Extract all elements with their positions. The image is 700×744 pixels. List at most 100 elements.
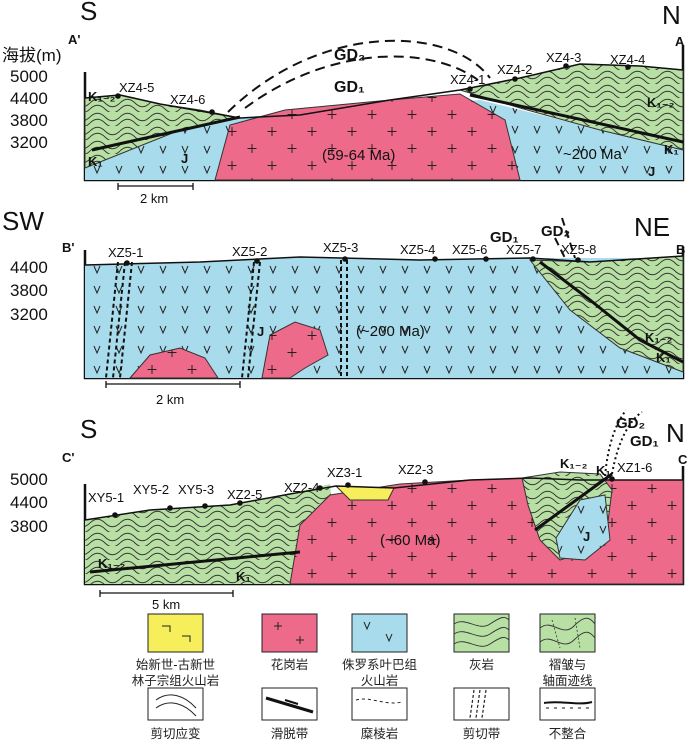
- legend-label-jurassic-1: 侏罗系叶巴组: [342, 658, 417, 672]
- section-a-scale-label: 2 km: [140, 191, 168, 206]
- section-a: [83, 39, 685, 190]
- section-a-sample-dots: [115, 63, 631, 115]
- section-b-topography: [84, 255, 684, 266]
- section-b-gd1-label: GD₁: [490, 229, 519, 246]
- section-c-elev-2: 4400: [10, 493, 48, 512]
- section-a-scale-bar: [117, 183, 194, 190]
- section-c-detachment-right: [534, 472, 613, 532]
- section-a-detachment-left: [91, 115, 241, 152]
- section-c-sample-6: XZ3-1: [327, 465, 362, 480]
- legend-label-linzizong-2: 林子宗组火山岩: [132, 673, 220, 688]
- legend-label-detachment: 滑脱带: [271, 726, 309, 741]
- section-a-elev-2: 4400: [10, 89, 48, 108]
- legend-label-shear-strain: 剪切应变: [150, 726, 200, 741]
- section-c-right-label: C: [678, 452, 688, 467]
- section-b-sample-5: XZ5-6: [452, 242, 487, 257]
- section-a-gd1-label: GD₁: [334, 79, 365, 96]
- section-b-sample-6: XZ5-7: [506, 242, 541, 257]
- section-b-unit-k1: K₁: [656, 350, 671, 365]
- section-a-unit-j-right: J: [648, 164, 655, 179]
- legend-label-shear-zone: 剪切带: [463, 726, 501, 741]
- section-a-topography: [84, 63, 684, 119]
- section-c-sample-4: XZ2-5: [227, 487, 262, 502]
- section-b-right-direction: NE: [634, 212, 670, 242]
- section-a-granite-age: (59-64 Ma): [322, 147, 395, 164]
- legend-label-jurassic-2: 火山岩: [361, 673, 399, 688]
- section-c-sample-dots: [112, 476, 615, 518]
- legend-label-unconformity: 不整合: [549, 726, 587, 741]
- section-c-sample-7: XZ2-3: [398, 462, 433, 477]
- section-a-unit-j-left: J: [181, 151, 188, 166]
- section-c-gd-traces: [604, 409, 643, 477]
- section-a-sample-5: XZ4-3: [546, 50, 581, 65]
- section-c-detachment-left: [89, 550, 301, 574]
- section-a-unit-k12-right: K₁₋₂: [647, 95, 675, 110]
- section-b-gd-traces: [554, 217, 576, 259]
- section-b-right-label: B: [676, 242, 685, 257]
- legend-swatch-jurassic: [351, 613, 408, 653]
- section-a-right-direction: N: [662, 0, 681, 30]
- section-b-unit-j: J: [257, 324, 264, 339]
- section-b-shear-zones: [105, 260, 348, 379]
- section-b-sample-7: XZ5-8: [561, 242, 596, 257]
- section-a-left-direction: S: [80, 0, 97, 26]
- legend-swatch-shear-zone: [453, 687, 510, 721]
- section-a-sample-1: XZ4-5: [119, 80, 154, 95]
- section-b-sample-2: XZ5-2: [232, 244, 267, 259]
- section-c-scale-label: 5 km: [152, 597, 180, 612]
- section-b-scale-bar: [105, 381, 241, 388]
- section-c-unit-k12-top: K₁₋₂: [560, 456, 588, 471]
- section-c-unit-k1-left: K₁: [236, 569, 251, 584]
- legend-swatch-linzizong: [147, 613, 204, 653]
- section-a-elev-1: 5000: [10, 67, 48, 86]
- section-a-volcanic-age: ~200 Ma: [563, 146, 622, 163]
- section-b-left-direction: SW: [2, 206, 44, 236]
- section-a-sample-4: XZ4-2: [497, 62, 532, 77]
- section-a-sample-2: XZ4-6: [170, 92, 205, 107]
- section-a-sample-6: XZ4-4: [610, 52, 645, 67]
- section-b-gd2-label: GD₂: [541, 223, 570, 240]
- section-c-unit-k12-left: K₁₋₂: [98, 556, 126, 571]
- section-c-elev-1: 5000: [10, 470, 48, 489]
- section-a-unit-k1-left: K₁: [88, 154, 103, 169]
- section-b-scale-label: 2 km: [156, 392, 184, 407]
- section-c-scale-bar: [99, 590, 234, 597]
- legend-label-linzizong-1: 始新世-古新世: [136, 657, 215, 672]
- section-a-left-label: A': [68, 32, 80, 47]
- section-c-sample-2: XY5-2: [133, 482, 169, 497]
- section-c: [83, 409, 685, 597]
- section-c-right-direction: N: [666, 418, 685, 448]
- section-c-left-direction: S: [80, 414, 97, 444]
- legend: [147, 613, 596, 721]
- section-c-gd1-label: GD₁: [630, 433, 659, 450]
- section-c-left-label: C': [62, 450, 74, 465]
- legend-swatch-unconformity: [539, 687, 596, 721]
- section-c-elev-3: 3800: [10, 517, 48, 536]
- section-a-gd2-trace: [227, 39, 491, 113]
- legend-swatch-limestone: [453, 613, 510, 653]
- legend-label-folds-1: 褶皱与: [549, 657, 587, 672]
- section-c-sample-5: XZ2-4: [284, 480, 319, 495]
- legend-label-limestone: 灰岩: [469, 657, 494, 672]
- section-a-detachment-right: [469, 93, 684, 144]
- section-b-elev-1: 4400: [10, 258, 48, 277]
- section-a-unit-k1-right: K₁: [664, 142, 679, 157]
- legend-swatch-granite: [261, 613, 318, 653]
- section-b: [83, 217, 685, 388]
- section-c-unit-k1-top: K₁: [596, 463, 611, 478]
- legend-swatch-shear-strain: [147, 687, 204, 721]
- section-b-sample-4: XZ5-4: [400, 242, 435, 257]
- legend-label-folds-2: 轴面迹线: [542, 673, 593, 688]
- section-b-elev-3: 3200: [10, 305, 48, 324]
- legend-label-mylonite: 糜棱岩: [361, 726, 399, 741]
- section-b-left-label: B': [62, 240, 74, 255]
- section-c-granite-age: (~60 Ma): [380, 532, 440, 549]
- section-a-elev-4: 3200: [10, 133, 48, 152]
- section-c-sample-1: XY5-1: [88, 490, 124, 505]
- legend-swatch-mylonite: [351, 687, 408, 721]
- section-b-detachment: [539, 260, 684, 364]
- section-a-axis-title: 海拔(m): [2, 46, 61, 65]
- section-b-elev-2: 3800: [10, 281, 48, 300]
